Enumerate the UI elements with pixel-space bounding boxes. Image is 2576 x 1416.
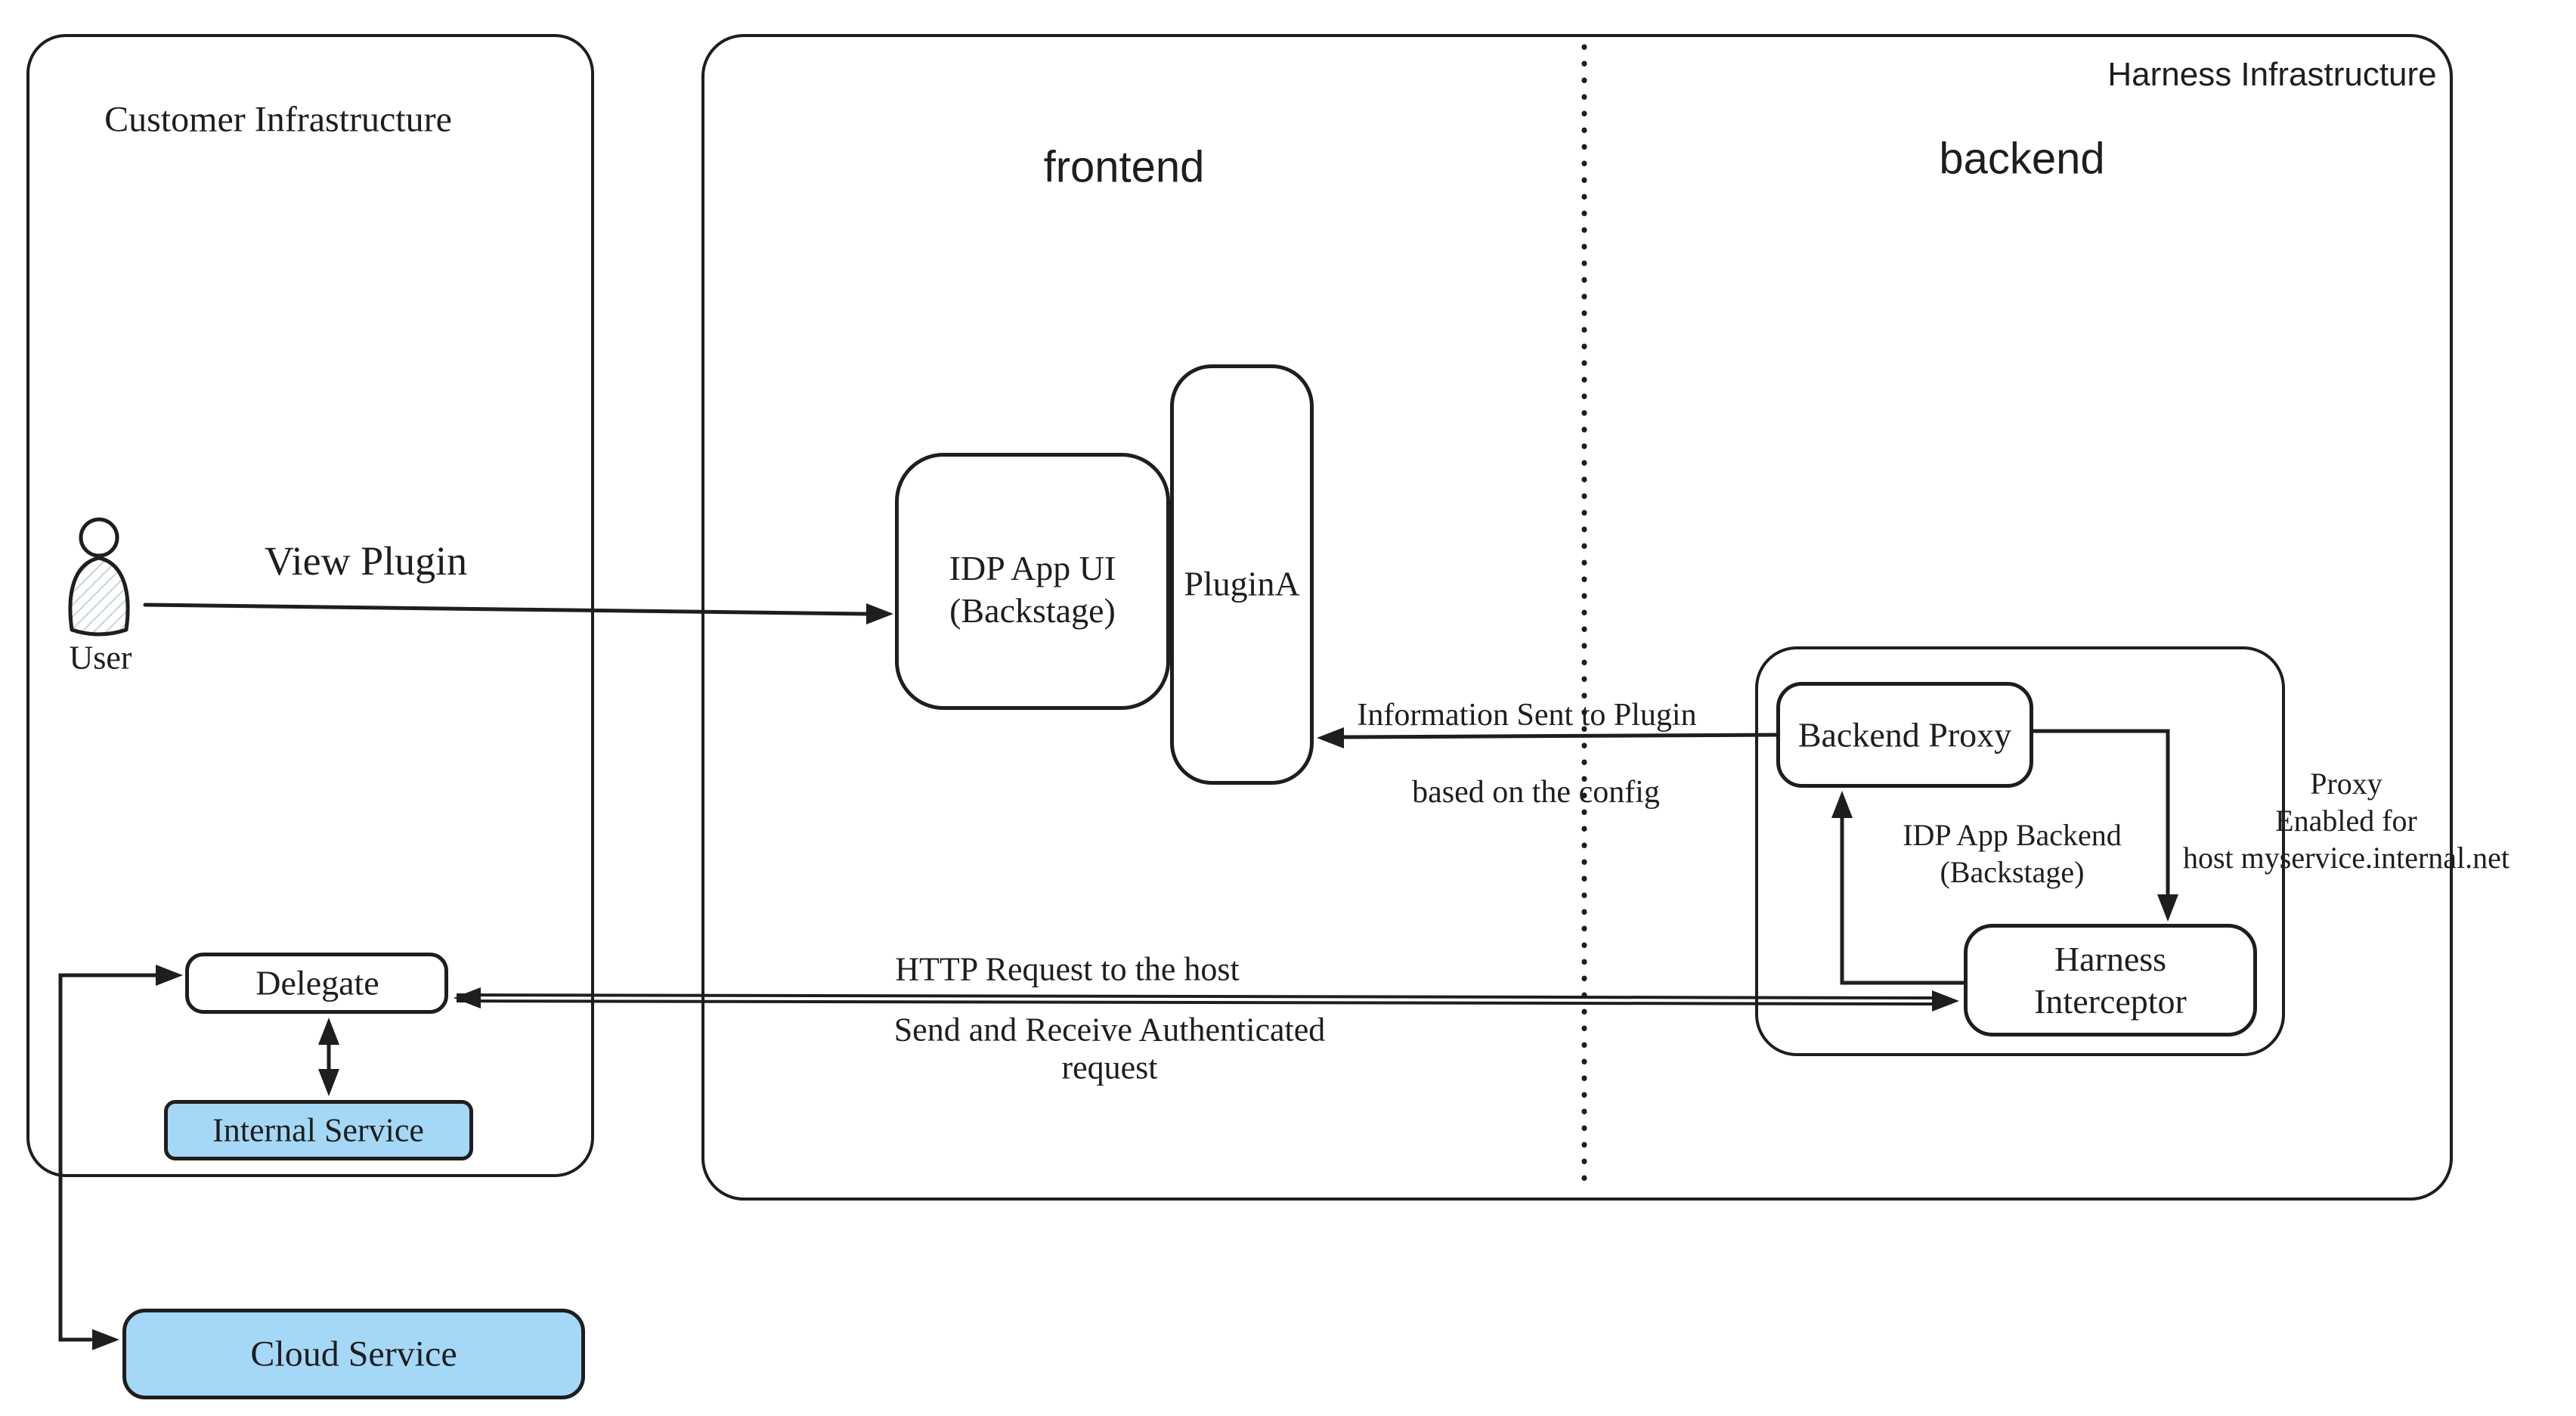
view-plugin-label: View Plugin <box>264 538 468 584</box>
person-icon <box>68 517 130 637</box>
idp-app-backend-label: IDP App Backend (Backstage) <box>1903 817 2122 891</box>
cloud-service-box <box>122 1309 585 1399</box>
auth-request-label-line2: request <box>1061 1049 1158 1086</box>
idp-app-ui-line1: IDP App UI <box>949 548 1116 587</box>
user-label: User <box>69 639 132 677</box>
harness-infrastructure-region <box>701 34 2453 1201</box>
cloud-service-label: Cloud Service <box>250 1334 457 1374</box>
harness-interceptor-line1: Harness <box>2054 939 2167 978</box>
proxy-enabled-line2: Enabled for <box>2275 803 2417 838</box>
harness-interceptor-line2: Interceptor <box>2034 982 2187 1021</box>
cloud-elbow-arrowhead-icon <box>92 1329 119 1350</box>
proxy-to-interceptor-arrow <box>2031 729 2170 897</box>
customer-infrastructure-region <box>26 34 594 1177</box>
backend-heading: backend <box>1939 134 2105 184</box>
auth-request-label-line1: Send and Receive Authenticated <box>893 1011 1326 1049</box>
delegate-elbow-arrowhead-icon <box>156 965 183 986</box>
proxy-enabled-label: Proxy Enabled for host myservice.interna… <box>2183 766 2509 876</box>
backend-proxy-label: Backend Proxy <box>1797 715 2012 754</box>
info-sent-label-line1: Information Sent to Plugin <box>1357 698 1697 733</box>
internal-service-box <box>164 1100 473 1160</box>
idp-app-backend-line1: IDP App Backend <box>1903 818 2122 853</box>
delegate-interceptor-line-upper <box>456 993 1933 999</box>
info-sent-arrow <box>1342 733 1779 739</box>
harness-region-title: Harness Infrastructure <box>2107 56 2437 93</box>
info-sent-arrowhead-icon <box>1317 727 1344 748</box>
internal-service-label: Internal Service <box>212 1111 424 1149</box>
idp-app-ui-line2: (Backstage) <box>949 591 1116 630</box>
interceptor-to-proxy-arrow <box>1840 816 1966 985</box>
idp-app-ui-box <box>895 453 1170 710</box>
idp-app-ui-label: IDP App UI (Backstage) <box>949 547 1116 632</box>
http-request-label: HTTP Request to the host <box>895 950 1240 988</box>
harness-interceptor-box <box>1964 924 2257 1036</box>
delegate-internal-arrowhead-up-icon <box>318 1018 339 1045</box>
customer-region-title: Customer Infrastructure <box>104 99 452 140</box>
info-sent-label-line2: based on the config <box>1412 775 1660 810</box>
delegate-label: Delegate <box>255 963 379 1002</box>
plugin-a-label: PluginA <box>1184 564 1300 603</box>
proxy-to-interceptor-arrowhead-icon <box>2157 894 2178 922</box>
delegate-interceptor-line-lower <box>456 999 1933 1005</box>
view-plugin-arrowhead-icon <box>866 603 893 624</box>
view-plugin-arrow <box>143 603 868 616</box>
delegate-box <box>185 953 448 1014</box>
delegate-internal-arrowhead-down-icon <box>318 1069 339 1096</box>
idp-app-backend-line2: (Backstage) <box>1940 855 2085 889</box>
interceptor-to-proxy-arrowhead-icon <box>1831 791 1853 818</box>
interceptor-arrowhead-icon <box>1932 990 1959 1012</box>
proxy-enabled-line1: Proxy <box>2310 766 2382 801</box>
delegate-arrowhead-icon <box>454 987 481 1009</box>
delegate-cloud-elbow-arrow <box>58 973 158 1342</box>
backend-proxy-box <box>1776 682 2033 788</box>
plugin-a-box <box>1170 364 1314 785</box>
idp-app-backend-group <box>1755 646 2285 1056</box>
harness-interceptor-label: Harness Interceptor <box>2034 938 2187 1023</box>
frontend-heading: frontend <box>1043 142 1205 192</box>
proxy-enabled-line3: host myservice.internal.net <box>2182 840 2510 875</box>
